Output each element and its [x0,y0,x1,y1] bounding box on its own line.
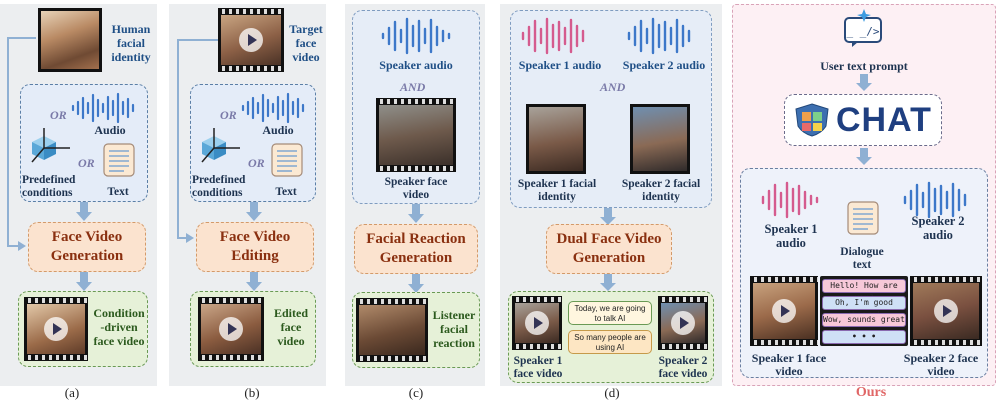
play-icon[interactable] [219,317,243,341]
and-label-d: AND [600,80,625,95]
user-prompt-label: User text prompt [804,60,924,73]
arrow-a2 [76,272,92,292]
caption-b: (b) [232,385,272,401]
dialogue-document-icon [846,200,882,238]
listener-video [356,298,428,362]
speaker2-identity-image [630,104,690,174]
process-box-a: Face Video Generation [28,222,146,272]
audio-wave-icon [240,92,310,124]
arrow-c2 [408,274,424,294]
arrow-d2 [600,274,616,292]
output-video-b [198,297,264,361]
speaker1-identity-label: Speaker 1 facial identity [516,178,598,204]
or-label-a1: OR [50,108,67,123]
speaker1-video-label: Speaker 1 face video [506,355,570,381]
dialogue-text-label: Dialogue text [832,246,892,272]
chat-line-1: Hello! How are you? [822,279,906,293]
ours-speaker2-video [910,276,982,346]
chat-logo-text: CHAT [836,98,936,142]
audio-label-b: Audio [248,124,308,137]
arrow-b1 [246,202,262,222]
cube-axes-icon [26,126,76,166]
ours-speaker1-video [750,276,818,346]
play-icon[interactable] [239,28,263,52]
speaker-face-video [376,98,456,172]
target-face-video [218,8,284,72]
arrow-ours1 [856,74,872,92]
or-label-a2: OR [78,156,95,171]
speaker1-audio-wave-icon [520,16,592,56]
audio-label-a: Audio [80,124,140,137]
prompt-chat-icon: _ _/> [842,8,886,48]
speaker-audio-label: Speaker audio [360,58,472,72]
text-label-b: Text [266,186,306,199]
play-icon[interactable] [671,311,695,335]
speaker1-identity-image [526,104,586,174]
text-label-a: Text [98,186,138,199]
play-icon[interactable] [934,299,958,323]
output-label-a: Condition -driven face video [92,306,146,348]
ours-speaker1-audio-label: Speaker 1 audio [756,222,826,250]
speaker1-audio-wave-icon [760,180,822,220]
predefined-label-b: Predefined conditions [192,174,252,200]
process-box-d: Dual Face Video Generation [546,224,672,274]
speaker2-audio-wave-icon [626,16,698,56]
arrow-b2 [246,272,262,292]
play-icon[interactable] [44,317,68,341]
speaker1-audio-label: Speaker 1 audio [514,58,606,72]
speaker2-audio-label: Speaker 2 audio [618,58,710,72]
chat-shield-icon [792,102,832,138]
text-document-icon [102,142,138,180]
chat-line-3: Wow, sounds great [822,313,906,327]
listener-label: Listener facial reaction [430,308,478,350]
process-box-c: Facial Reaction Generation [354,224,478,274]
play-icon[interactable] [772,299,796,323]
speaker-face-label: Speaker face video [372,176,460,202]
audio-wave-icon [70,92,140,124]
arrow-c1 [408,204,424,224]
cube-axes-icon [196,126,246,166]
process-box-b: Face Video Editing [196,222,314,272]
caption-c: (c) [396,385,436,401]
ours-speaker2-video-label: Speaker 2 face video [898,352,984,378]
speaker2-video-label: Speaker 2 face video [650,355,716,381]
dialogue-bubble-1: Today, we are going to talk AI [568,301,652,325]
output-label-b: Edited face video [268,306,314,348]
audio-wave-icon [380,16,452,56]
speaker2-output-video [658,296,708,350]
arrow-a1 [76,202,92,222]
predefined-label-a: Predefined conditions [22,174,82,200]
output-video-a [24,297,88,361]
play-icon[interactable] [525,311,549,335]
arrow-ours2 [856,148,872,166]
caption-a: (a) [52,385,92,401]
and-label-c: AND [400,80,425,95]
caption-ours: Ours [846,385,896,401]
or-label-b2: OR [248,156,265,171]
speaker1-output-video [512,296,562,350]
target-label: Target face video [288,22,324,64]
caption-d: (d) [592,385,632,401]
or-label-b1: OR [220,108,237,123]
chat-line-4: • • • [822,330,906,344]
ours-speaker1-video-label: Speaker 1 face video [746,352,832,378]
speaker2-identity-label: Speaker 2 facial identity [620,178,702,204]
dialogue-bubble-2: So many people are using AI [568,330,652,354]
chat-line-2: Oh, I'm good cheers! [822,296,906,310]
text-document-icon [270,142,306,180]
ours-speaker2-audio-label: Speaker 2 audio [902,214,974,242]
svg-text:_ _/>: _ _/> [846,25,879,38]
